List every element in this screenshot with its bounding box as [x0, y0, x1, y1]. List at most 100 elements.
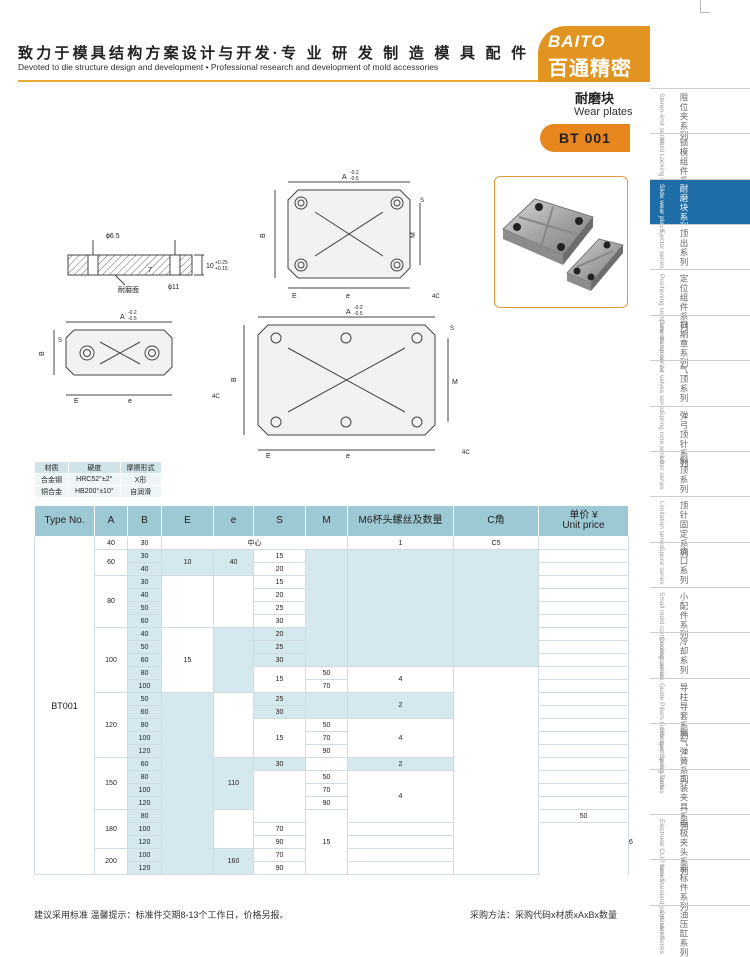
col-header-b: B [127, 505, 162, 537]
cell-m: 70 [253, 848, 306, 862]
sidebar-item-label-cn: 小配件系列 [679, 592, 689, 640]
cell-price [538, 718, 629, 732]
product-title-en: Wear plates [574, 106, 633, 118]
plan-view-narrow [53, 321, 173, 396]
cell-price [538, 770, 629, 784]
spec-table: Type No. A B E e S M M6杯头螺丝及数量 C角 单价 ¥Un… [34, 505, 633, 875]
svg-text:M: M [452, 379, 458, 386]
cell-price [347, 861, 454, 875]
cell-c [453, 666, 539, 875]
cell-b: 40 [127, 627, 162, 641]
price-header-cn: 单价 ¥ [569, 510, 598, 521]
cell-s [253, 770, 306, 823]
svg-text:E: E [266, 453, 271, 460]
cell-b: 50 [127, 601, 162, 615]
cell-e: 15 [161, 627, 214, 693]
mat-cell: 自润滑 [119, 485, 162, 498]
cell-b: 120 [127, 796, 162, 810]
cell-price [347, 822, 454, 836]
cell-a: 60 [94, 549, 128, 576]
cell-m: 70 [253, 822, 306, 836]
sidebar-item-label-en: Cylinder Series [658, 909, 665, 954]
cell-e [161, 692, 214, 875]
mat-header: 硬度 [68, 461, 121, 474]
table-row: 60 30 [35, 614, 629, 628]
cell-n: 2 [347, 692, 454, 719]
sidebar-item-label-en: Ejector series [658, 229, 665, 269]
cell-b: 60 [127, 614, 162, 628]
svg-text:-0.2: -0.2 [354, 305, 363, 311]
cell-b: 120 [127, 861, 162, 875]
sidebar-item-label-cn: 限位夹系列 [679, 93, 689, 141]
cell-b: 30 [127, 549, 162, 563]
cell-s: 15 [253, 718, 306, 758]
cell-m: 90 [305, 796, 348, 810]
cell-m: 90 [253, 835, 306, 849]
cell-s: 30 [253, 653, 306, 667]
wear-face-label: 耐磨面 [118, 285, 139, 294]
col-header-m: M [305, 505, 348, 537]
sidebar-item-label-en: Tools [658, 773, 665, 789]
col-header-e-upper: E [161, 505, 214, 537]
cell-m [305, 549, 348, 667]
cell-a: 180 [94, 809, 128, 849]
hole-dia-top-label: ϕ6.5 [106, 233, 120, 240]
cell-n [347, 549, 454, 667]
cell-m: 50 [305, 718, 348, 732]
cell-b: 100 [127, 783, 162, 797]
sidebar-item-label-cn: 顶针固定系列 [679, 501, 689, 559]
sidebar-item-label-en: Cooling series [658, 637, 665, 679]
cell-b: 100 [127, 848, 162, 862]
mat-cell: 合金钢 [34, 473, 69, 486]
svg-text:-0.5: -0.5 [128, 316, 137, 322]
mat-cell: X形 [119, 473, 162, 486]
sidebar-item-label-cn: 导柱导套系列 [679, 682, 689, 740]
col-header-screws: M6杯头螺丝及数量 [347, 505, 454, 537]
cell-s: 25 [253, 640, 306, 654]
section-view [67, 240, 204, 286]
cell-e: 160 [213, 848, 254, 875]
sidebar-item-label-en: Nitrogen Spring Series [658, 728, 665, 794]
cell-s: 30 [253, 614, 306, 628]
cell-s: 30 [253, 757, 306, 771]
cell-e [213, 692, 254, 758]
cell-m: 70 [305, 679, 348, 693]
cell-b: 80 [127, 809, 162, 823]
table-row: 120 90 [35, 796, 629, 810]
cell-s: 25 [253, 601, 306, 615]
corner-mark [700, 0, 701, 12]
cell-price [538, 536, 629, 550]
mat-row: 合金钢 HRC52°±2° X形 [34, 473, 162, 486]
wear-plate-photo-illustration [502, 198, 624, 291]
cell-price [538, 705, 629, 719]
